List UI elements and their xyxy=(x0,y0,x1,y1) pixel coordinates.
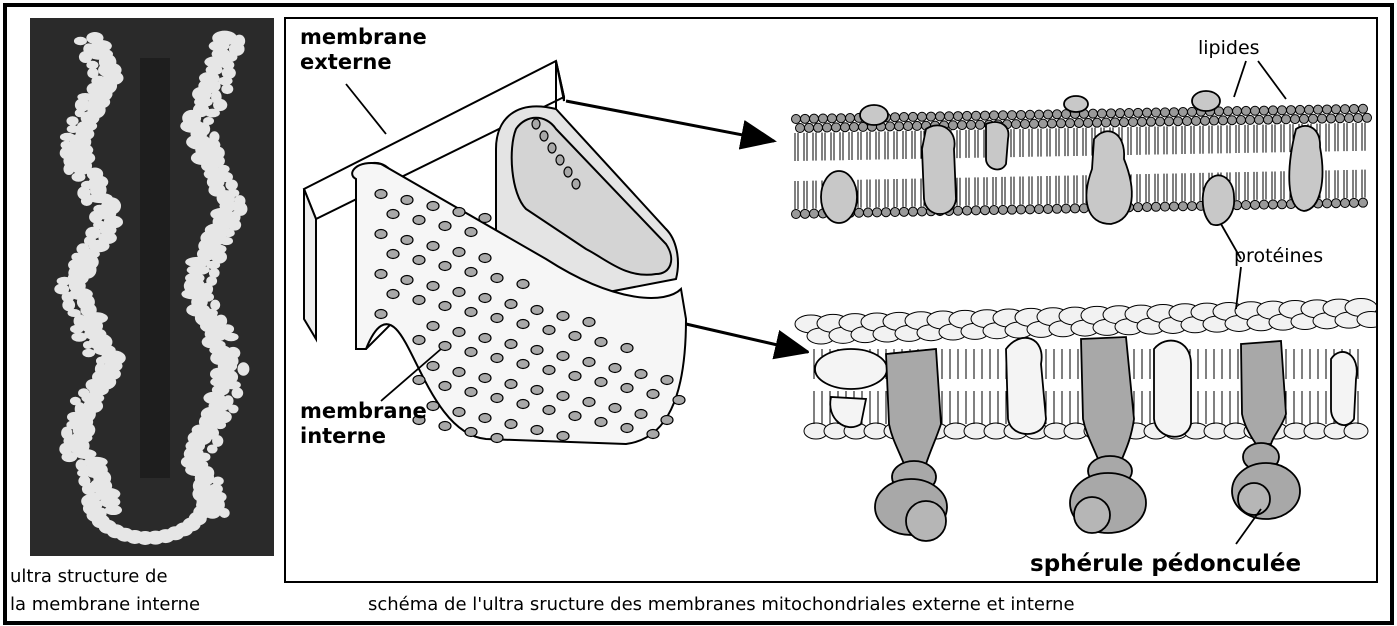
micrograph-caption-line1: ultra structure de xyxy=(10,566,168,587)
schema-caption: schéma de l'ultra sructure des membranes… xyxy=(368,594,1075,615)
label-membrane-externe-line1: membrane xyxy=(300,25,427,50)
micrograph-caption-line2: la membrane interne xyxy=(10,594,200,615)
inner-membrane-bilayer xyxy=(795,296,1378,541)
label-spherule-pedonculee: sphérule pédonculée xyxy=(1030,552,1301,577)
micrograph-image xyxy=(30,18,274,556)
schema-diagram xyxy=(286,19,1378,583)
label-membrane-interne-line2: interne xyxy=(300,424,427,449)
label-membrane-interne-line1: membrane xyxy=(300,399,427,424)
label-membrane-externe: membrane externe xyxy=(300,25,427,75)
label-membrane-interne: membrane interne xyxy=(300,399,427,449)
label-proteines: protéines xyxy=(1234,245,1323,267)
label-membrane-externe-line2: externe xyxy=(300,50,427,75)
outer-membrane-bilayer xyxy=(791,91,1372,225)
label-lipides: lipides xyxy=(1198,37,1260,59)
schema-panel: membrane externe membrane interne lipide… xyxy=(284,17,1378,583)
